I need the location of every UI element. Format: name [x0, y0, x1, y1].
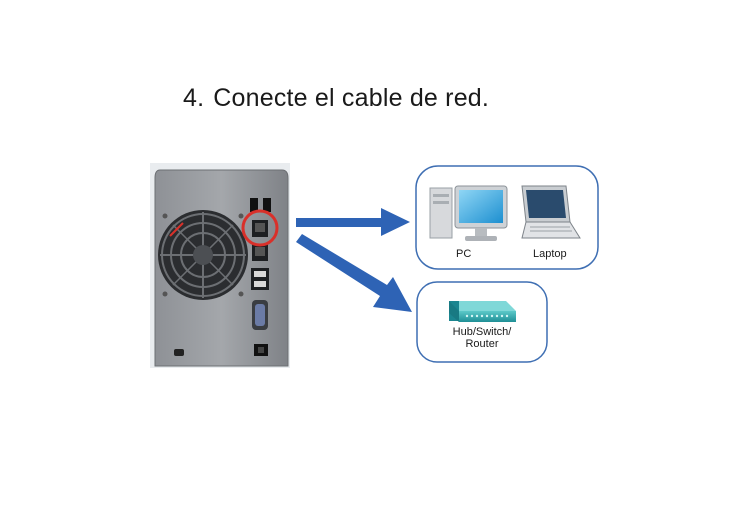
highlight-circle-icon: [241, 209, 279, 247]
step-title: 4. Conecte el cable de red.: [183, 84, 489, 113]
switch-icon: [449, 301, 516, 322]
step-text: Conecte el cable de red.: [213, 84, 490, 112]
network-label-line2: Router: [465, 338, 499, 350]
network-box: [416, 281, 548, 363]
arrows: [296, 208, 412, 312]
network-label-line1: Hub/Switch/: [452, 326, 512, 338]
pc-icon: [429, 185, 508, 241]
arrow-to-computers-icon: [296, 208, 410, 236]
nas-device: [150, 163, 290, 368]
pc-label: PC: [456, 248, 472, 260]
step-number: 4.: [183, 84, 205, 112]
laptop-label: Laptop: [533, 248, 567, 260]
arrow-to-router-icon: [296, 234, 412, 312]
lan-port-icon: [252, 220, 268, 261]
fan-icon: [158, 210, 248, 300]
laptop-icon: [521, 185, 581, 239]
computers-box: [415, 165, 599, 270]
